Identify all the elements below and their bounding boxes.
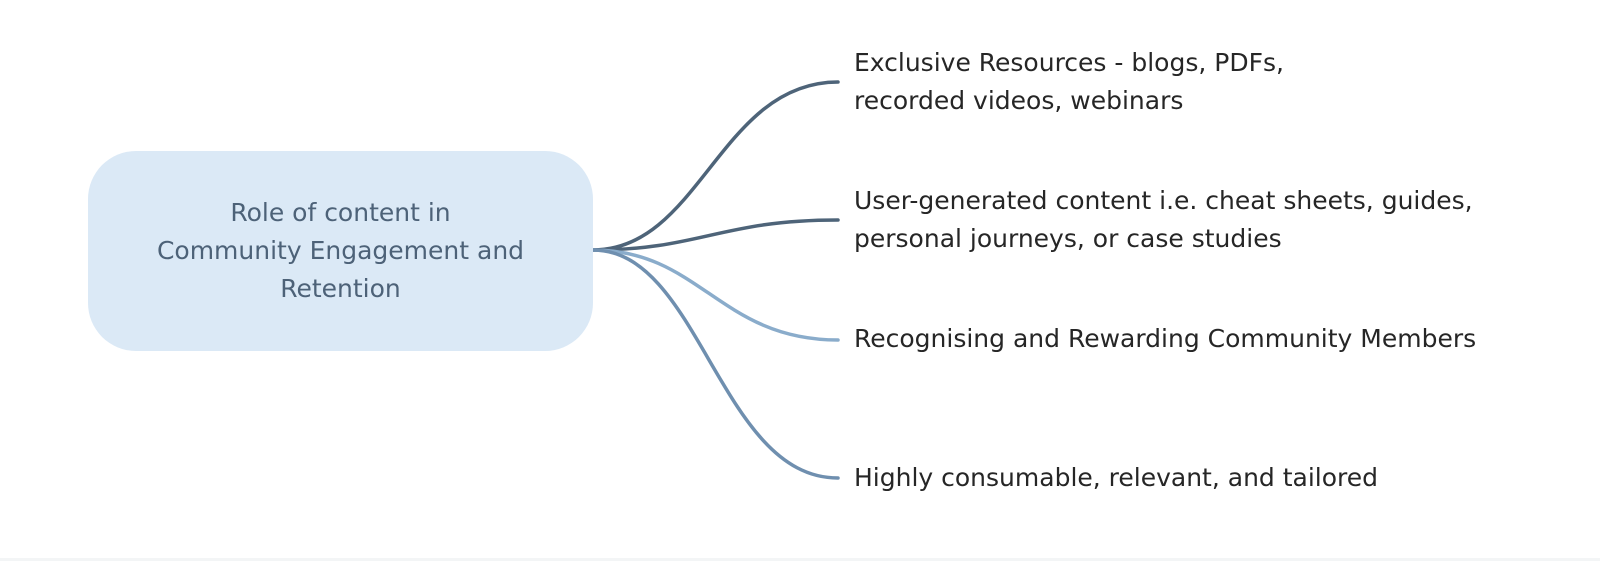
connector-line-1	[591, 218, 840, 252]
branch-topic-recognising-members[interactable]: Recognising and Rewarding Community Memb…	[854, 324, 1477, 353]
branch-topic-user-generated-content[interactable]: User-generated content i.e. cheat sheets…	[854, 186, 1473, 253]
central-topic-node[interactable]: Role of content in Community Engagement …	[88, 151, 593, 351]
connector-line-2	[591, 248, 840, 342]
connector-line-3	[591, 248, 840, 480]
canvas-bottom-divider	[0, 558, 1600, 561]
branch-topic-consumable-content[interactable]: Highly consumable, relevant, and tailore…	[854, 463, 1379, 492]
connector-line-0	[591, 80, 840, 252]
central-topic-label: Role of content in Community Engagement …	[156, 198, 525, 303]
branch-topic-exclusive-resources[interactable]: Exclusive Resources - blogs, PDFs, recor…	[854, 48, 1284, 115]
